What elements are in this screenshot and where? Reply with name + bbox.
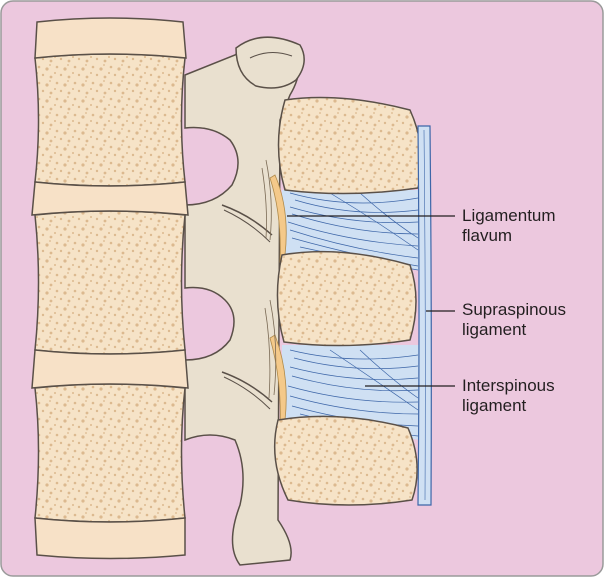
label-interspinous-ligament: Interspinous ligament [462, 376, 555, 416]
vertebral-body-3 [35, 384, 185, 522]
intervertebral-disc-top [35, 18, 186, 58]
spinous-process-3 [275, 416, 417, 505]
vertebral-body-1 [35, 54, 185, 186]
spinous-process-2 [277, 252, 416, 346]
intervertebral-disc-1 [32, 182, 188, 215]
intervertebral-disc-bottom [35, 518, 185, 559]
label-ligamentum-flavum: Ligamentum flavum [462, 206, 556, 246]
label-supraspinous-ligament: Supraspinous ligament [462, 300, 566, 340]
intervertebral-disc-2 [32, 350, 188, 388]
spinous-process-1 [279, 98, 422, 194]
vertebral-body-2 [35, 211, 185, 354]
